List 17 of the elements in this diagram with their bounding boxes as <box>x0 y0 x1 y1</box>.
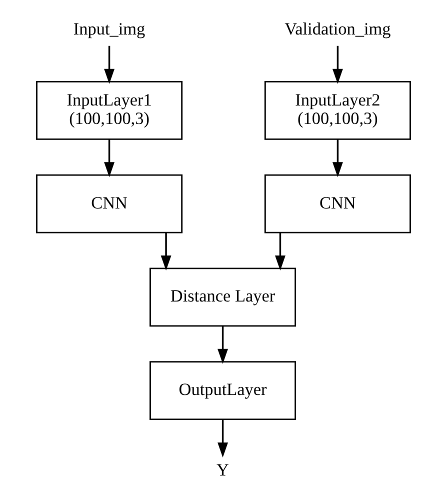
node-box: InputLayer1 (100,100,3) <box>36 80 183 140</box>
node-box: OutputLayer <box>150 361 296 420</box>
node-box: CNN <box>264 174 411 234</box>
arrow <box>218 326 228 364</box>
arrow <box>104 46 115 84</box>
node-box: InputLayer2 (100,100,3) <box>264 80 411 140</box>
node-text: Input_img <box>73 19 146 38</box>
arrow <box>104 139 115 178</box>
arrow <box>275 232 286 270</box>
node-box: Distance Layer <box>150 268 296 327</box>
node-box: CNN <box>36 174 183 234</box>
node-text: Y <box>216 460 229 480</box>
arrow <box>332 139 343 178</box>
arrow <box>160 232 172 270</box>
arrow <box>218 420 228 458</box>
node-text: Validation_img <box>284 19 391 38</box>
arrow <box>332 46 343 84</box>
